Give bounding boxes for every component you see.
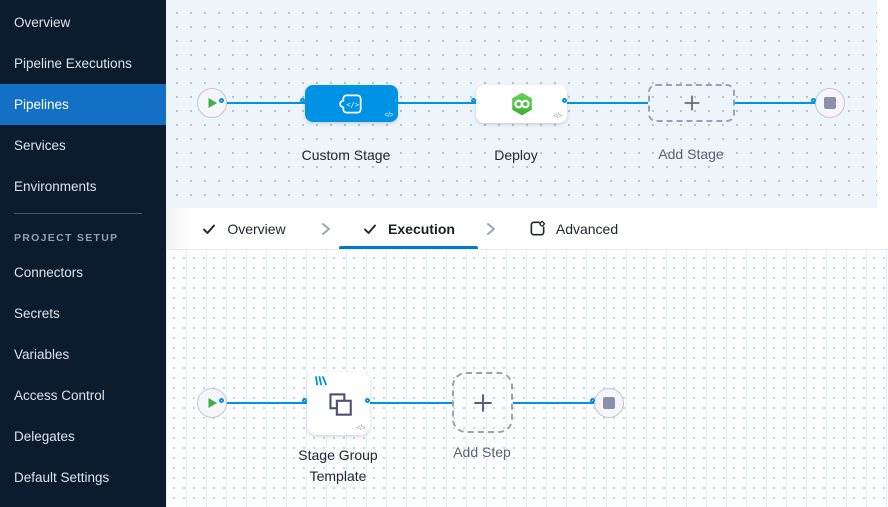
sidebar-item-label: Overview: [14, 15, 71, 30]
connector-port: [219, 98, 224, 103]
edge: [370, 402, 452, 404]
deploy-stage-label: Deploy: [494, 147, 538, 163]
sidebar-item-label: Default Settings: [14, 470, 110, 485]
sidebar: Overview Pipeline Executions Pipelines S…: [0, 0, 166, 507]
template-badge-icon: [315, 376, 327, 386]
tab-overview[interactable]: Overview: [174, 208, 313, 249]
sidebar-item-access-control[interactable]: Access Control: [0, 375, 166, 416]
custom-stage-node[interactable]: </> </>: [305, 85, 398, 122]
edge: [513, 402, 595, 404]
stage-graph-canvas[interactable]: </> </> </>: [166, 0, 888, 208]
edge: [398, 102, 476, 104]
plus-icon: [473, 393, 492, 412]
execution-end-node: [594, 388, 624, 418]
stage-config-tabbar: Overview Execution Advanced: [166, 208, 888, 250]
sidebar-item-default-settings[interactable]: Default Settings: [0, 457, 166, 498]
execution-start-node: [197, 388, 227, 418]
sidebar-item-environments[interactable]: Environments: [0, 166, 166, 207]
connector-port: [365, 398, 370, 403]
active-tab-underline: [339, 246, 478, 249]
sidebar-item-label: Connectors: [14, 265, 84, 280]
sidebar-divider: [14, 213, 142, 214]
connector-port: [811, 98, 816, 103]
sidebar-item-label: Access Control: [14, 388, 105, 403]
edge: [735, 102, 816, 104]
chevron-right-icon: [478, 220, 504, 238]
edge: [224, 102, 305, 104]
pipeline-start-node: [197, 88, 227, 118]
sidebar-item-services[interactable]: Services: [0, 125, 166, 166]
sidebar-item-connectors[interactable]: Connectors: [0, 252, 166, 293]
connector-port: [471, 98, 476, 103]
code-view-badge: </>: [356, 425, 365, 432]
sidebar-item-variables[interactable]: Variables: [0, 334, 166, 375]
sidebar-item-label: Environments: [14, 179, 97, 194]
connector-port: [393, 98, 398, 103]
plus-icon: [684, 95, 699, 111]
add-stage-button[interactable]: [648, 84, 735, 122]
add-step-label: Add Step: [453, 444, 511, 460]
tab-label: Execution: [388, 220, 455, 237]
deploy-stage-node[interactable]: </>: [476, 85, 567, 123]
tab-execution[interactable]: Execution: [339, 208, 478, 249]
sidebar-item-label: Variables: [14, 347, 70, 362]
add-step-button[interactable]: [452, 372, 513, 433]
sidebar-item-label: Secrets: [14, 306, 60, 321]
code-view-badge: </>: [553, 113, 562, 120]
project-setup-heading: PROJECT SETUP: [14, 232, 119, 244]
stage-group-icon: [328, 392, 352, 416]
svg-text:</>: </>: [346, 99, 359, 108]
code-view-badge: </>: [384, 112, 393, 119]
play-icon: [208, 398, 217, 408]
stage-group-template-label: Stage Group Template: [298, 447, 378, 484]
deploy-icon: [511, 92, 532, 116]
connector-port: [302, 398, 307, 403]
stage-group-template-node[interactable]: </>: [307, 372, 370, 435]
tab-label: Advanced: [555, 220, 619, 237]
chevron-right-icon: [313, 220, 339, 238]
connector-port: [219, 398, 224, 403]
sidebar-item-secrets[interactable]: Secrets: [0, 293, 166, 334]
stop-icon: [824, 97, 836, 109]
edge: [567, 102, 648, 104]
sidebar-item-label: Pipelines: [14, 97, 69, 112]
sidebar-item-label: Delegates: [14, 429, 75, 444]
play-icon: [208, 98, 217, 108]
sidebar-item-pipelines[interactable]: Pipelines: [0, 84, 166, 125]
tab-label: Overview: [227, 220, 286, 237]
custom-stage-label: Custom Stage: [301, 147, 391, 163]
pipeline-end-node: [815, 88, 845, 118]
check-icon: [203, 224, 216, 234]
check-icon: [364, 224, 376, 234]
advanced-settings-icon: [530, 220, 546, 236]
sidebar-item-delegates[interactable]: Delegates: [0, 416, 166, 457]
add-stage-label: Add Stage: [658, 146, 724, 162]
stop-icon: [603, 397, 615, 409]
sidebar-item-overview[interactable]: Overview: [0, 2, 166, 43]
connector-port: [590, 398, 595, 403]
sidebar-item-label: Services: [14, 138, 66, 153]
execution-graph-canvas[interactable]: </> Stage Group Template Add Step: [166, 250, 888, 507]
scrollbar-gutter: [877, 0, 888, 208]
custom-stage-icon: </>: [338, 93, 362, 114]
connector-port: [562, 98, 567, 103]
tab-advanced[interactable]: Advanced: [504, 208, 643, 249]
edge: [224, 402, 307, 404]
sidebar-item-pipeline-executions[interactable]: Pipeline Executions: [0, 43, 166, 84]
sidebar-item-label: Pipeline Executions: [14, 56, 132, 71]
connector-port: [300, 98, 305, 103]
